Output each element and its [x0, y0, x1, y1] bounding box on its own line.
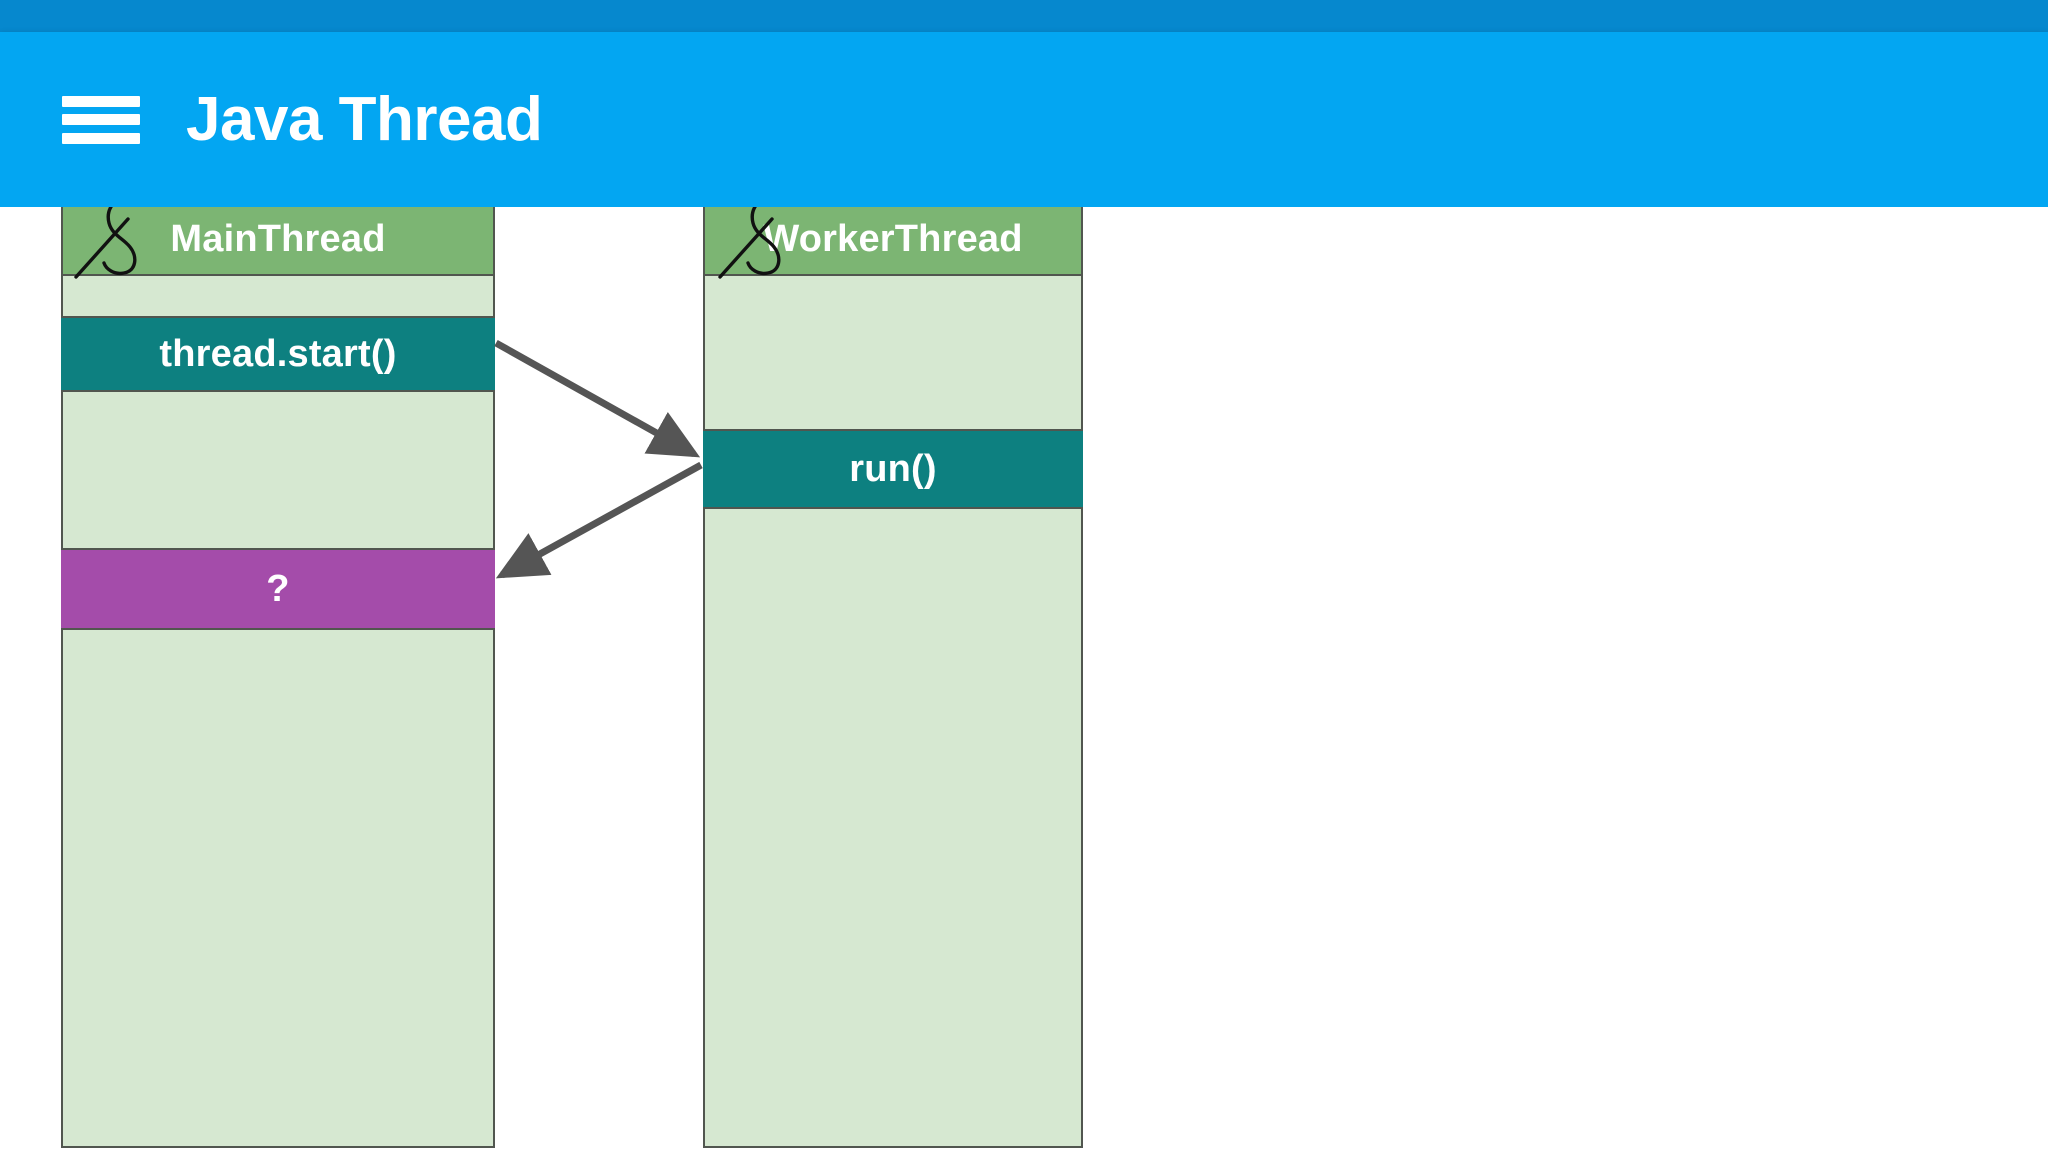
- activity-thread-start[interactable]: thread.start(): [61, 316, 495, 392]
- page-title: Java Thread: [186, 84, 543, 154]
- hamburger-bar-3: [62, 132, 140, 144]
- thread-diagram: MainThread thread.start() ? WorkerThread…: [0, 207, 2048, 1152]
- swimlane-main-thread: MainThread thread.start() ?: [61, 207, 495, 1148]
- swimlane-worker-thread: WorkerThread run(): [703, 207, 1083, 1148]
- swimlane-title-worker-thread: WorkerThread: [705, 207, 1081, 276]
- activity-run[interactable]: run(): [703, 429, 1083, 509]
- swimlane-title-main-thread: MainThread: [63, 207, 493, 276]
- arrow-start-to-run: [494, 339, 701, 458]
- arrow-run-to-question: [495, 461, 703, 579]
- hamburger-bar-1: [62, 95, 140, 107]
- hamburger-menu-icon[interactable]: [62, 88, 140, 152]
- app-bar-content: Java Thread: [0, 32, 2048, 207]
- hamburger-bar-2: [62, 114, 140, 125]
- status-bar: [0, 0, 2048, 32]
- activity-question[interactable]: ?: [61, 548, 495, 630]
- app-bar: Java Thread: [0, 32, 2048, 207]
